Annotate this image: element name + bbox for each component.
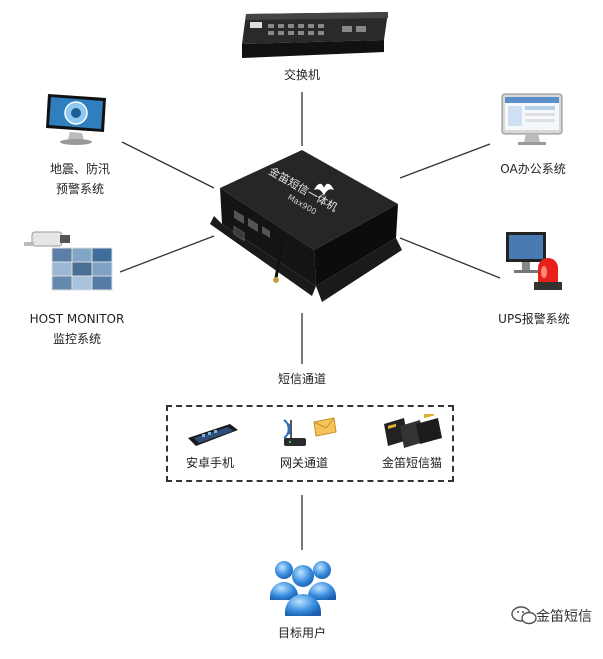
monitor-icon bbox=[46, 94, 106, 145]
gateway-label: 网关通道 bbox=[279, 456, 328, 470]
target-user-label: 目标用户 bbox=[277, 626, 326, 640]
wechat-icon bbox=[511, 606, 537, 625]
disaster-label-line1: 地震、防汛 bbox=[49, 162, 110, 176]
sms-channel-label: 短信通道 bbox=[277, 372, 326, 386]
users-group-icon bbox=[270, 561, 336, 616]
computer-icon bbox=[501, 93, 563, 145]
modem-label: 金笛短信猫 bbox=[381, 456, 442, 470]
switch-label: 交换机 bbox=[283, 68, 320, 82]
host-monitor-label-line1: HOST MONITOR bbox=[29, 312, 125, 326]
line-ups bbox=[399, 237, 501, 279]
network-switch-icon bbox=[242, 12, 388, 58]
line-host-monitor bbox=[119, 235, 215, 273]
oa-label: OA办公系统 bbox=[500, 162, 566, 176]
ups-label: UPS报警系统 bbox=[498, 312, 570, 326]
android-phone-icon bbox=[188, 424, 238, 446]
surveillance-camera-icon bbox=[24, 231, 113, 291]
line-disaster bbox=[121, 141, 215, 189]
disaster-label-line2: 预警系统 bbox=[55, 182, 104, 196]
android-label: 安卓手机 bbox=[185, 456, 234, 470]
gateway-router-icon bbox=[283, 417, 337, 446]
host-monitor-label-line2: 监控系统 bbox=[52, 332, 101, 346]
sms-appliance-icon bbox=[210, 150, 402, 302]
sms-modem-icon bbox=[384, 414, 442, 448]
sms-channel-group bbox=[166, 405, 454, 482]
watermark-text: 金笛短信 bbox=[536, 609, 592, 625]
ups-alarm-icon bbox=[506, 232, 562, 290]
line-oa bbox=[399, 143, 491, 179]
